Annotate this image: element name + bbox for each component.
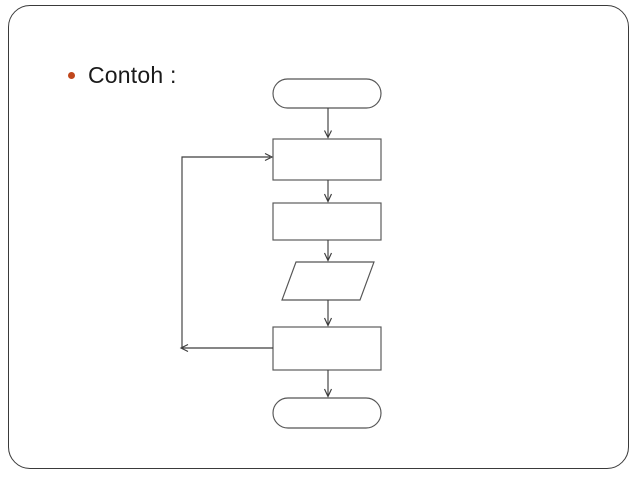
terminator-shape-end <box>272 397 382 429</box>
flowchart-node-start <box>272 78 382 109</box>
flowchart-edge-io1-process3 <box>323 300 333 327</box>
flowchart-edge-process3-end <box>323 370 333 398</box>
bullet-item-label: Contoh : <box>88 62 177 88</box>
flowchart-edge-process1-process2 <box>323 180 333 203</box>
flowchart-node-io1 <box>281 261 375 301</box>
process-shape-1 <box>272 138 382 181</box>
process-shape-2 <box>272 202 382 241</box>
process-shape-3 <box>272 326 382 371</box>
input-output-shape-1 <box>281 261 375 301</box>
flowchart-node-process1 <box>272 138 382 181</box>
terminator-shape-start <box>272 78 382 109</box>
bullet-list-item: Contoh : <box>68 62 177 88</box>
slide-frame-border <box>8 5 629 469</box>
flowchart-node-process2 <box>272 202 382 241</box>
bullet-dot-icon <box>68 71 75 79</box>
flowchart-node-process3 <box>272 326 382 371</box>
flowchart-edge-loopback-process3-process1 <box>179 152 274 353</box>
flowchart-edge-start-process1 <box>323 108 333 139</box>
flowchart-edge-process2-io1 <box>323 240 333 262</box>
flowchart-node-end <box>272 397 382 429</box>
